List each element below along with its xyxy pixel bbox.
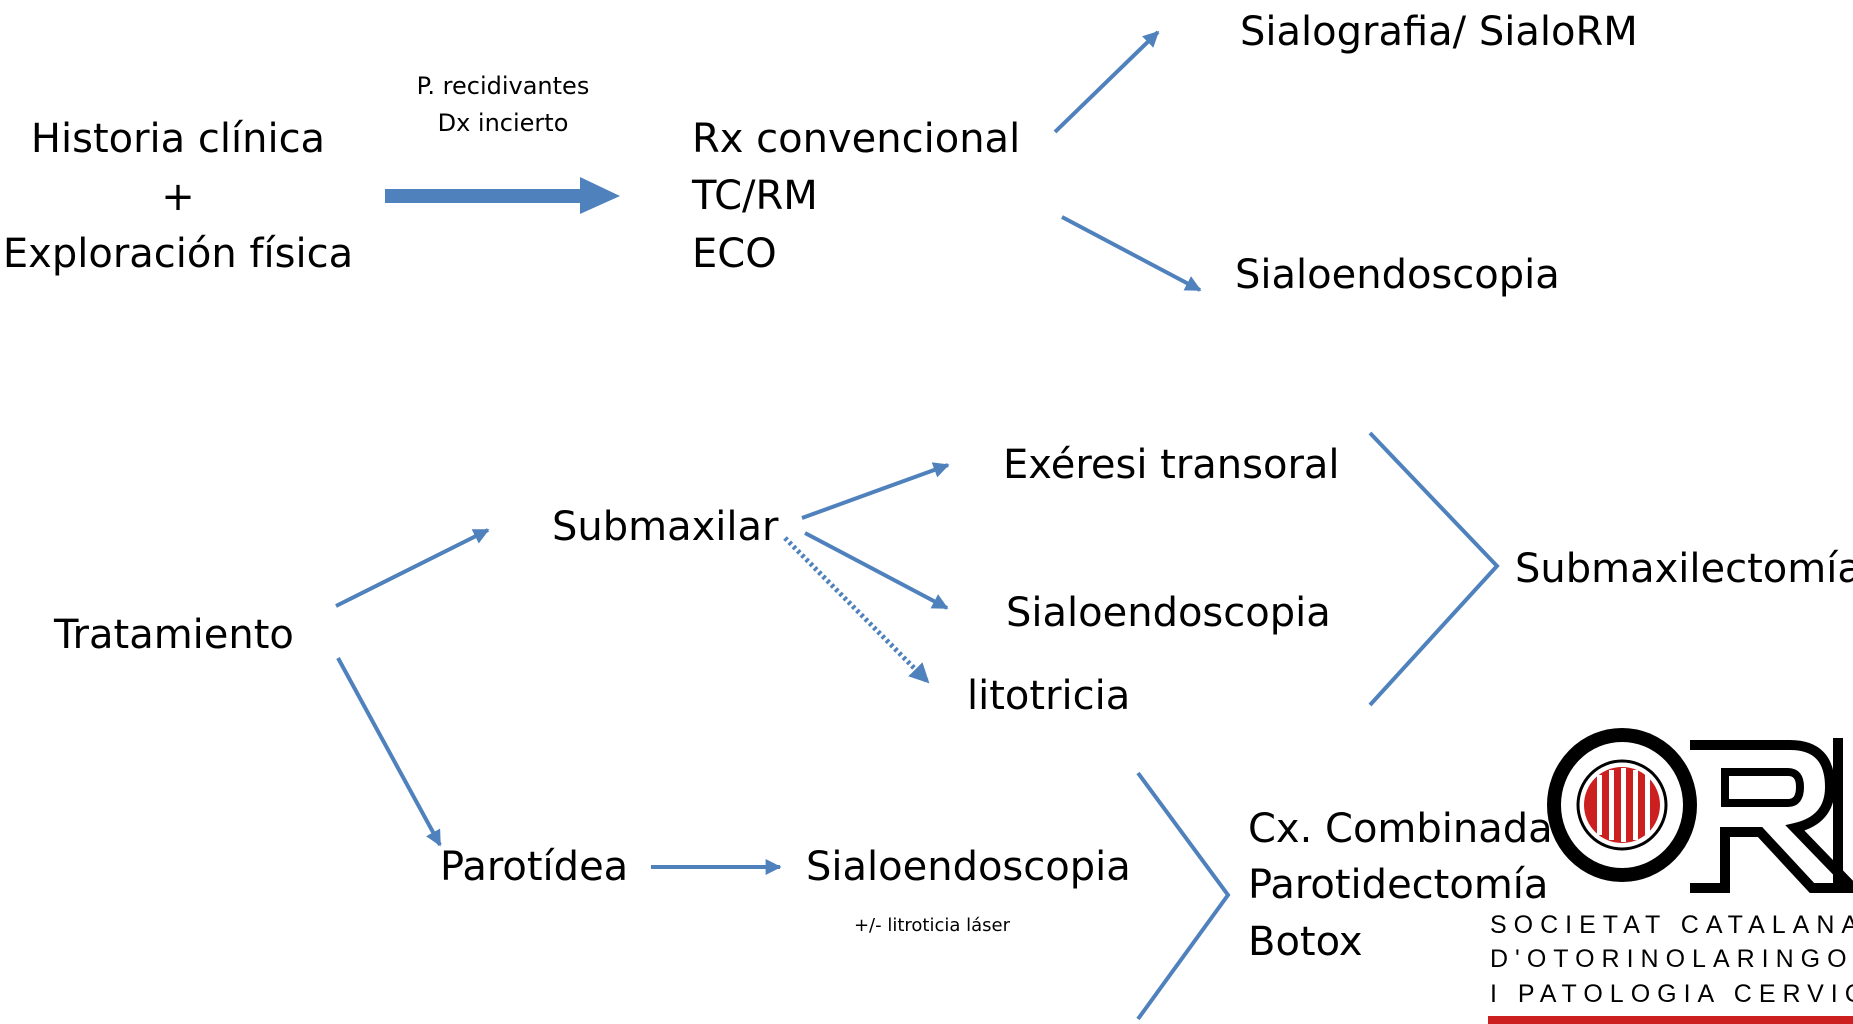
node-historia-clinica: Historia clínica xyxy=(31,116,325,162)
node-tratamiento: Tratamiento xyxy=(53,612,294,658)
node-laser-note: +/- litroticia láser xyxy=(854,915,1011,936)
edge-label-dx-incierto: Dx incierto xyxy=(438,109,569,137)
node-exploracion-fisica: Exploración física xyxy=(3,231,353,277)
node-cx-combinada: Cx. Combinada xyxy=(1248,806,1553,852)
dotted-arrow-to-litotricia xyxy=(783,536,930,684)
node-sialoendoscopia-top: Sialoendoscopia xyxy=(1235,252,1560,298)
node-eco: ECO xyxy=(692,231,777,277)
node-tc-rm: TC/RM xyxy=(691,173,818,219)
arrow-to-exeresi xyxy=(801,462,950,520)
arrow-to-sialografia xyxy=(1053,30,1160,134)
arrow-to-sialoendoscopia-sub xyxy=(804,531,949,610)
node-litotricia: litotricia xyxy=(967,673,1130,719)
node-parotidea: Parotídea xyxy=(440,844,628,890)
logo-line-2: D'OTORINOLARINGOLOGIA xyxy=(1490,945,1853,973)
logo-line-3: I PATOLOGIA CERVICO-FACIAL xyxy=(1490,980,1853,1008)
node-submaxilectomia: Submaxilectomía xyxy=(1515,546,1853,592)
triangle-brace-submaxilar xyxy=(1368,431,1500,707)
node-sialoendoscopia-par: Sialoendoscopia xyxy=(806,844,1131,890)
thick-arrow xyxy=(385,177,620,214)
node-sialoendoscopia-sub: Sialoendoscopia xyxy=(1006,590,1331,636)
node-rx-convencional: Rx convencional xyxy=(692,116,1020,162)
arrow-to-submaxilar xyxy=(335,528,490,608)
node-plus: + xyxy=(161,174,195,220)
logo-line-1: SOCIETAT CATALANA xyxy=(1490,911,1853,939)
triangle-brace-parotidea xyxy=(1136,771,1231,1021)
orl-logo: SOCIETAT CATALANA D'OTORINOLARINGOLOGIA … xyxy=(1488,728,1853,1024)
node-submaxilar: Submaxilar xyxy=(552,504,779,550)
arrow-to-parotidea xyxy=(336,657,442,847)
node-exeresi-transoral: Exéresi transoral xyxy=(1003,442,1340,488)
node-sialografia: Sialografia/ SialoRM xyxy=(1240,9,1638,55)
node-parotidectomia: Parotidectomía xyxy=(1248,862,1548,908)
arrow-to-sialoendoscopia-top xyxy=(1061,215,1202,292)
node-botox: Botox xyxy=(1248,919,1363,965)
edge-label-recidivantes: P. recidivantes xyxy=(417,72,590,100)
